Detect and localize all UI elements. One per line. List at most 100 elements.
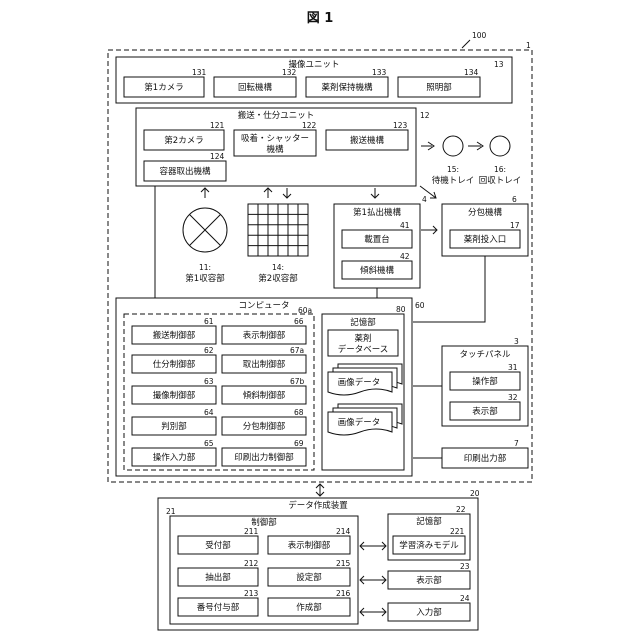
- storage-unit-ref: 80: [396, 305, 406, 314]
- standby-tray-label: 待機トレイ: [432, 175, 475, 186]
- transport-unit-ref: 12: [420, 111, 430, 120]
- print-output: 印刷出力部 7: [442, 439, 528, 468]
- lighting-label: 照明部: [426, 82, 452, 93]
- tilt-ctrl-ref: 67b: [290, 377, 305, 386]
- operation-ref: 31: [508, 363, 518, 372]
- trained-model-label: 学習済みモデル: [399, 540, 459, 551]
- numbering-ref: 213: [244, 589, 259, 598]
- takeout-ctrl-ref: 67a: [290, 346, 304, 355]
- recovery-tray-label: 回収トレイ: [479, 175, 522, 186]
- sort-ctrl-label: 仕分制御部: [153, 359, 196, 370]
- storage2-grid-lines: [248, 204, 308, 256]
- container-take-ref: 124: [210, 152, 225, 161]
- image-data-2-label: 画像データ: [338, 417, 381, 428]
- transport-unit-title: 搬送・仕分ユニット: [238, 110, 315, 121]
- arrow-up-storage2: [264, 188, 272, 198]
- display2-ref: 23: [460, 562, 470, 571]
- recovery-tray: 16: 回収トレイ: [468, 136, 521, 186]
- image-data-stack-2: 画像データ: [328, 404, 402, 435]
- arrow-to-standby-tray: [421, 142, 434, 150]
- imaging-unit-ref: 13: [494, 60, 504, 69]
- arrow-system-data-creation: [316, 484, 324, 496]
- storage-unit: 記憶部 80 薬剤 データベース 画像データ 画像データ: [322, 305, 406, 470]
- transport-ctrl-ref: 61: [204, 317, 214, 326]
- computer: コンピュータ 60 60a 搬送制御部 61 仕分制御部 62 撮像制御部 63…: [116, 298, 425, 476]
- lighting-ref: 134: [464, 68, 479, 77]
- memory2-ref: 22: [456, 505, 466, 514]
- suction-ref: 122: [302, 121, 317, 130]
- discrim-label: 判別部: [161, 421, 187, 432]
- setting-label: 設定部: [296, 572, 322, 583]
- op-input-ref: 65: [204, 439, 214, 448]
- takeout-ctrl-label: 取出制御部: [243, 359, 286, 370]
- packaging: 分包機構 6 薬剤投入口 17: [442, 195, 528, 256]
- display-label: 表示部: [472, 406, 498, 417]
- system-ref-leader: [462, 40, 470, 48]
- recovery-tray-circle: [490, 136, 510, 156]
- dispense1: 第1払出機構 4 載置台 41 傾斜機構 42: [334, 195, 427, 288]
- disp-ctrl2-label: 表示制御部: [288, 540, 331, 551]
- setting-ref: 215: [336, 559, 351, 568]
- touch-panel-ref: 3: [514, 337, 519, 346]
- image-data-stack-1: 画像データ: [328, 364, 402, 395]
- operation-label: 操作部: [472, 376, 498, 387]
- memory2-title: 記憶部: [416, 516, 442, 527]
- camera1-ref: 131: [192, 68, 207, 77]
- transport-mech-label: 搬送機構: [350, 135, 385, 146]
- storage1-cross: [189, 214, 220, 245]
- input2-label: 入力部: [416, 607, 442, 618]
- suction-line1: 吸着・シャッター: [241, 133, 309, 144]
- extract-ref: 212: [244, 559, 259, 568]
- drug-input-label: 薬剤投入口: [464, 234, 507, 245]
- storage1-label: 第1収容部: [185, 273, 225, 284]
- creation-ref: 216: [336, 589, 351, 598]
- numbering-label: 番号付与部: [197, 602, 240, 613]
- control-block: 制御部 21 受付部 211 抽出部 212 番号付与部 213 表示制御部 2…: [166, 507, 358, 624]
- drug-holding-ref: 133: [372, 68, 387, 77]
- print-ctrl-label: 印刷出力制御部: [234, 452, 294, 463]
- drug-holding-label: 薬剤保持機構: [321, 82, 373, 93]
- control-ref: 21: [166, 507, 176, 516]
- placement-label: 載置台: [364, 234, 390, 245]
- imaging-unit: 撮像ユニット 13 第1カメラ 131 回転機構 132 薬剤保持機構 133 …: [116, 57, 512, 103]
- computer-title: コンピュータ: [238, 301, 289, 311]
- standby-tray-circle: [443, 136, 463, 156]
- packaging-title: 分包機構: [468, 207, 503, 218]
- standby-tray-num: 15:: [447, 165, 459, 174]
- print-output-label: 印刷出力部: [464, 453, 507, 464]
- pack-ctrl-ref: 68: [294, 408, 304, 417]
- computer-ref: 60: [415, 301, 425, 310]
- disp-ctrl2-ref: 214: [336, 527, 351, 536]
- transport-mech-ref: 123: [393, 121, 408, 130]
- tilt-label: 傾斜機構: [360, 265, 395, 276]
- display-ctrl-ref: 66: [294, 317, 304, 326]
- arrow-down-dispense: [371, 188, 379, 198]
- storage2: 14: 第2収容部: [248, 204, 308, 284]
- creation-label: 作成部: [296, 602, 322, 613]
- container-take-label: 容器取出機構: [159, 166, 211, 177]
- imaging-ctrl-ref: 63: [204, 377, 214, 386]
- tilt-ref: 42: [400, 252, 410, 261]
- suction-line2: 機構: [266, 144, 284, 155]
- display2-label: 表示部: [416, 575, 442, 586]
- arrow-up-storage1: [201, 188, 209, 198]
- storage2-num: 14:: [272, 263, 284, 272]
- arrow-dispense-to-packaging: [421, 226, 437, 234]
- discrim-ref: 64: [204, 408, 214, 417]
- imaging-ctrl-label: 撮像制御部: [153, 390, 196, 401]
- dispense1-title: 第1払出機構: [353, 207, 401, 218]
- drug-db-line2: データベース: [338, 344, 389, 355]
- storage2-label: 第2収容部: [258, 273, 298, 284]
- data-creation-device: データ作成装置 20 制御部 21 受付部 211 抽出部 212 番号付与部 …: [158, 489, 480, 630]
- touch-panel-title: タッチパネル: [459, 350, 511, 360]
- rotation-ref: 132: [282, 68, 297, 77]
- drug-db-line1: 薬剤: [354, 333, 371, 344]
- image-data-1-label: 画像データ: [338, 377, 381, 388]
- print-ctrl-ref: 69: [294, 439, 304, 448]
- packaging-ref: 6: [512, 195, 517, 204]
- figure-title: 図 1: [307, 11, 334, 26]
- dispense1-ref: 4: [422, 195, 427, 204]
- pack-ctrl-label: 分包制御部: [243, 421, 286, 432]
- storage1: 11: 第1収容部: [183, 208, 227, 284]
- touch-panel: タッチパネル 3 操作部 31 表示部 32: [442, 337, 528, 426]
